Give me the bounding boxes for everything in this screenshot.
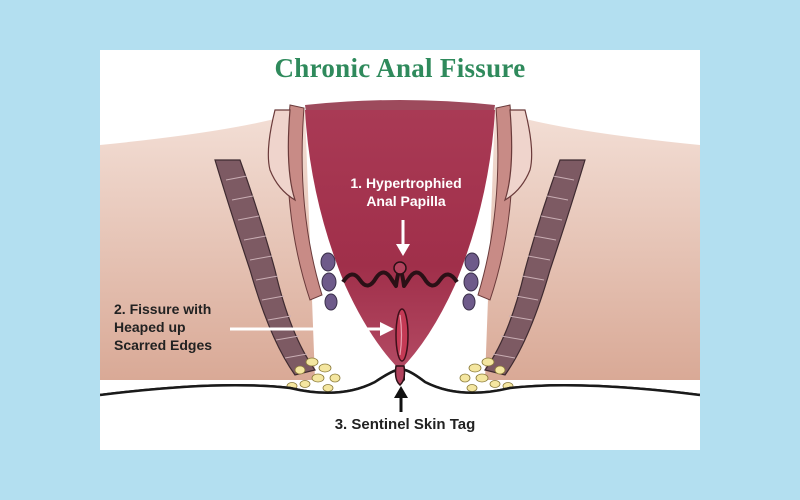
papilla-tip	[393, 261, 407, 275]
arrow-papilla	[396, 220, 410, 256]
arrow-fissure	[230, 322, 394, 336]
levator-right	[503, 109, 533, 202]
label-fissure-line1: 2. Fissure with	[114, 301, 212, 317]
label-fissure-line2: Heaped up	[114, 319, 186, 335]
label-papilla-line1: 1. Hypertrophied	[350, 175, 462, 191]
external-sphincter-right	[483, 159, 586, 376]
arrow-skin-tag	[394, 386, 408, 412]
diagram-card: Chronic Anal Fissure	[100, 50, 700, 450]
external-sphincter-left	[214, 159, 317, 376]
anal-glands-right	[462, 252, 480, 311]
tissue-right	[485, 110, 700, 380]
levator-left	[267, 109, 297, 202]
anal-glands-left	[320, 252, 338, 311]
sentinel-skin-tag	[394, 365, 406, 386]
label-papilla-line2: Anal Papilla	[366, 193, 446, 209]
label-fissure: 2. Fissure with Heaped up Scarred Edges	[114, 300, 254, 354]
diagram-title: Chronic Anal Fissure	[274, 53, 526, 83]
label-papilla: 1. Hypertrophied Anal Papilla	[336, 174, 476, 210]
anal-canal	[305, 110, 495, 370]
label-skin-tag: 3. Sentinel Skin Tag	[334, 416, 476, 433]
anatomy-illustration	[100, 100, 700, 450]
tissue-left	[100, 110, 315, 380]
label-fissure-line3: Scarred Edges	[114, 337, 213, 353]
